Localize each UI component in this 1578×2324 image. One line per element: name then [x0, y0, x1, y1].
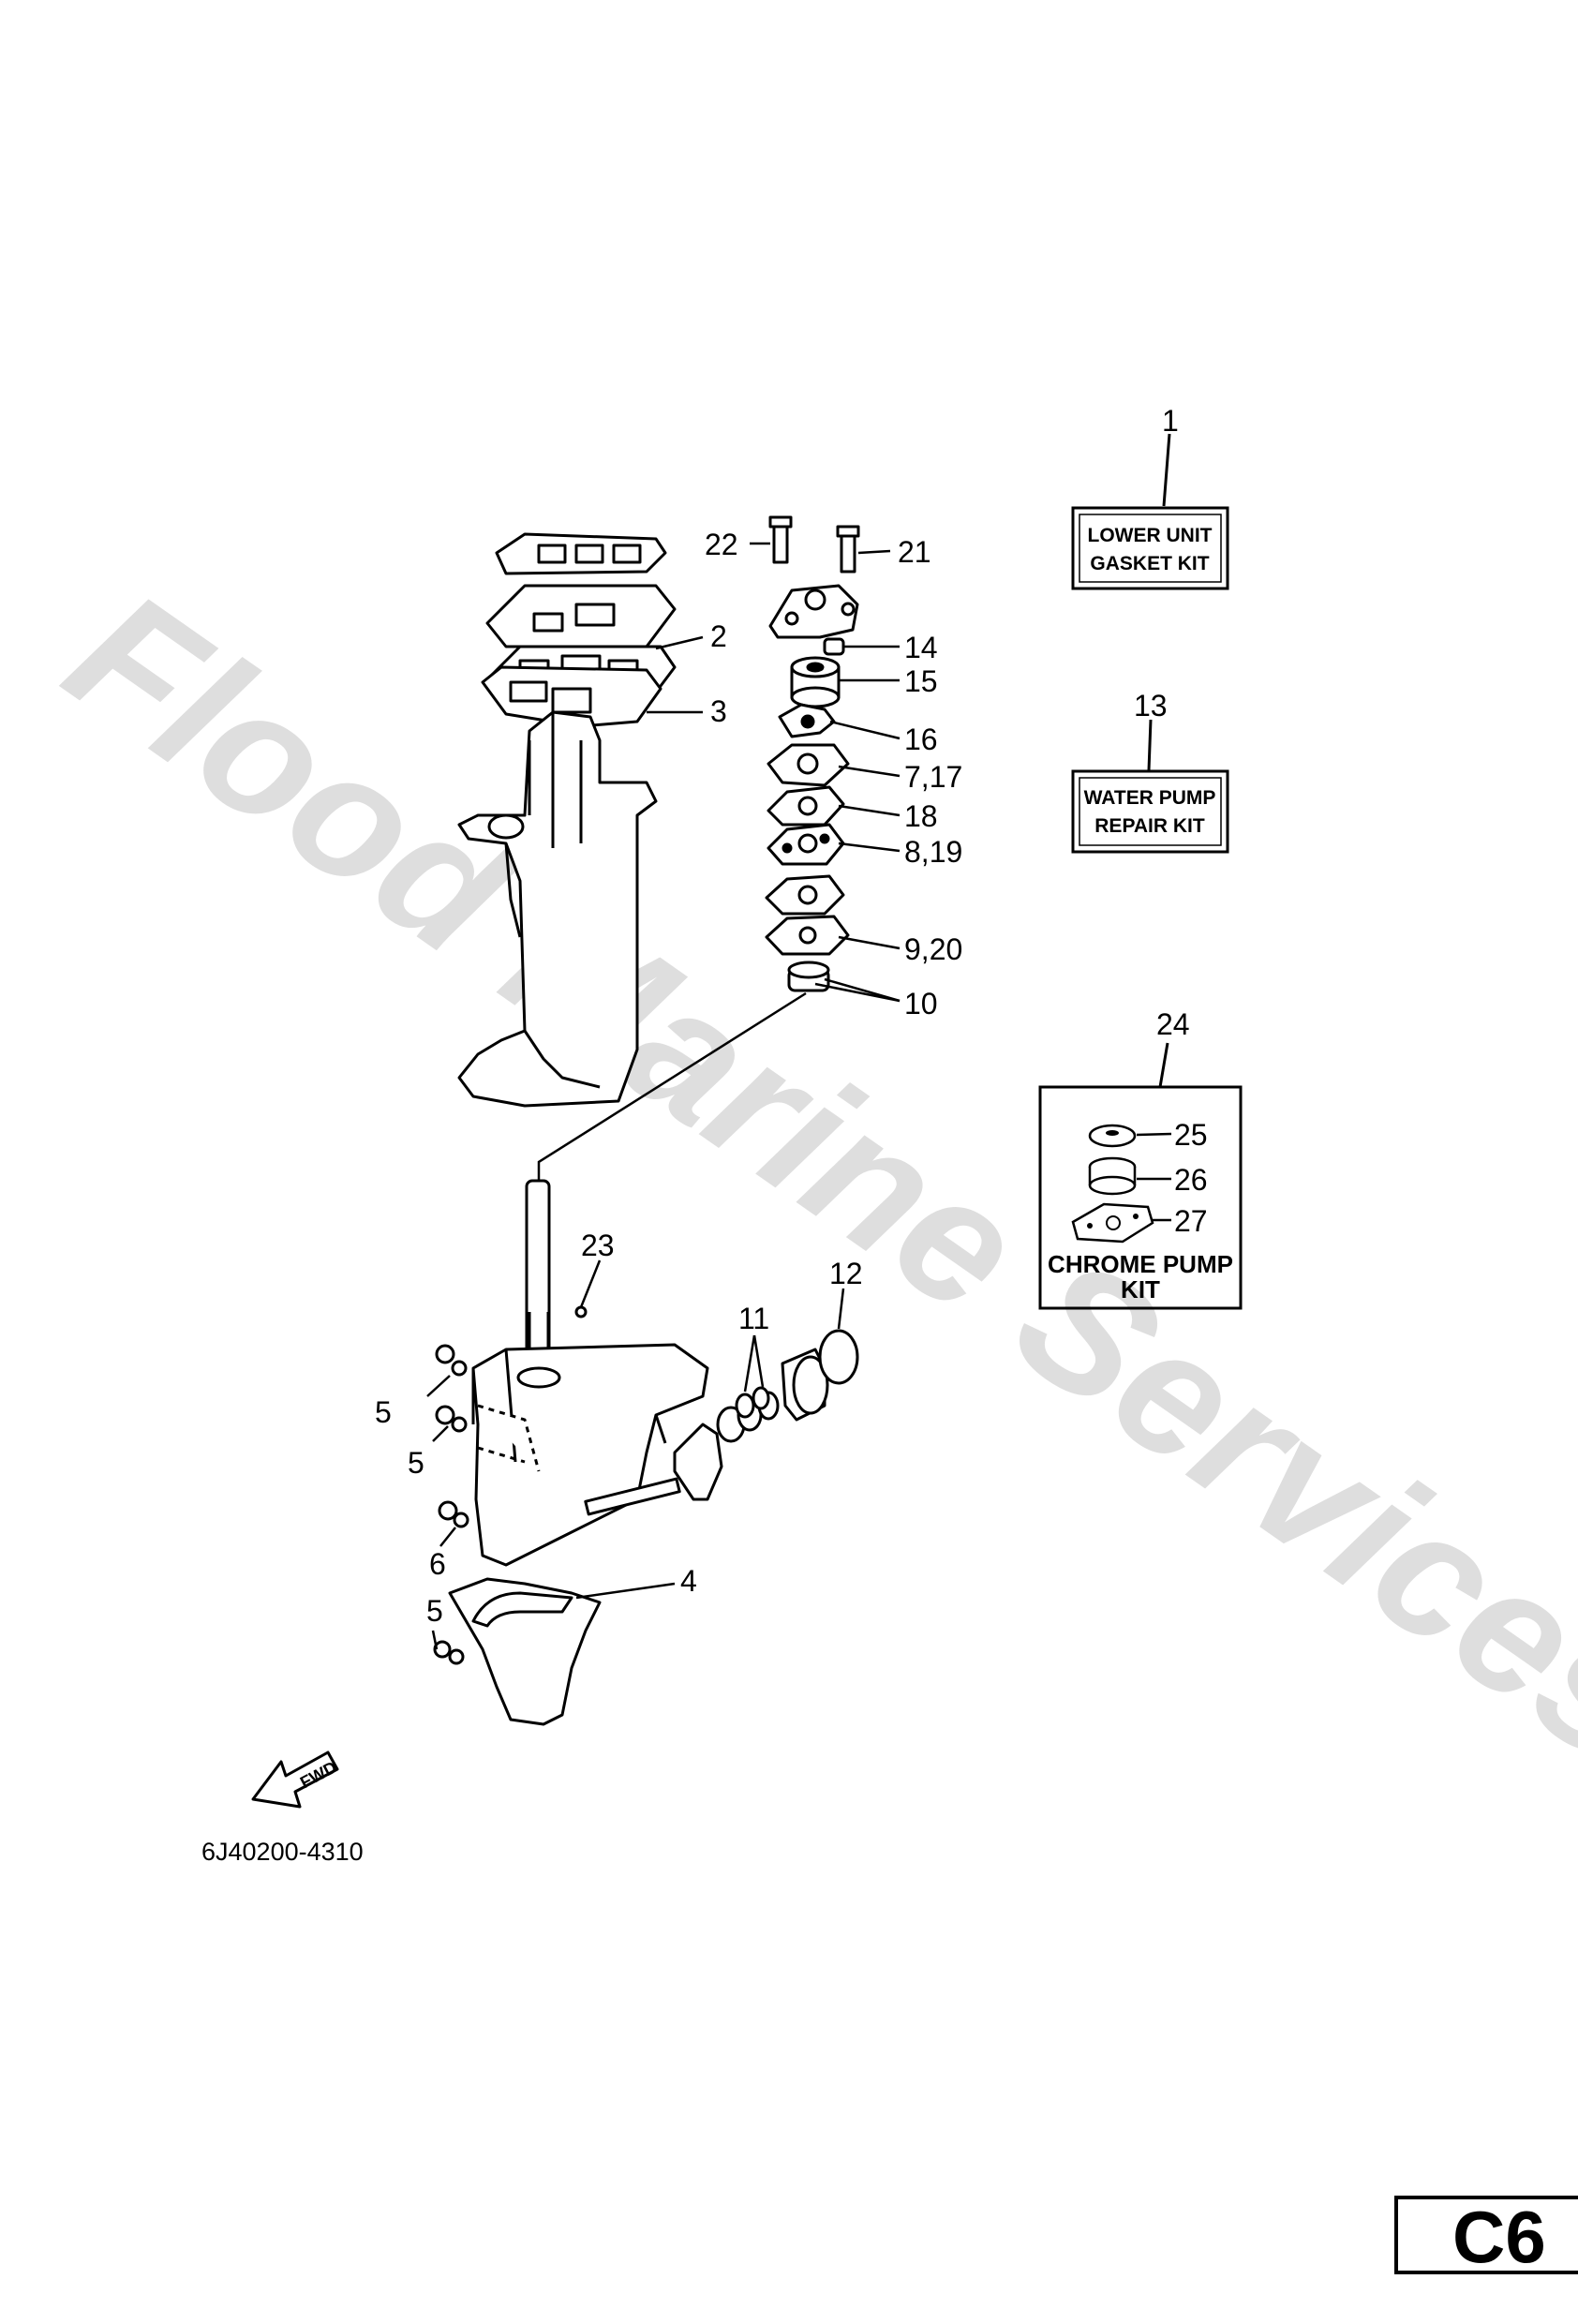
page-tab: C6: [1394, 2196, 1578, 2278]
callout-9-20: 9,20: [904, 932, 962, 966]
forward-arrow-icon: [251, 1750, 339, 1809]
callout-5b: 5: [408, 1446, 424, 1480]
chrome-pump-kit-box: 24 25 26 27 CHROME PUMP KIT: [1038, 1007, 1243, 1310]
callout-5c: 5: [426, 1594, 443, 1628]
callout-5a: 5: [375, 1395, 392, 1429]
diagram-code: 6J40200-4310: [201, 1838, 364, 1866]
callout-11: 11: [738, 1302, 769, 1335]
gasket-kit-line-1: LOWER UNIT: [1088, 525, 1213, 546]
callout-12: 12: [829, 1257, 863, 1290]
water-pump-kit-line-1: WATER PUMP: [1084, 787, 1216, 809]
callout-22: 22: [705, 528, 738, 561]
watermark-text: Flood Marine Services: [34, 553, 1578, 1799]
water-pump-callouts: [537, 542, 901, 1181]
callout-16: 16: [904, 723, 938, 756]
chrome-item-26: 26: [1174, 1163, 1208, 1197]
page-tab-label: C6: [1452, 2196, 1546, 2278]
gasket-kit-ref: 1: [1162, 404, 1179, 438]
callout-7-17: 7,17: [904, 760, 962, 794]
callout-18: 18: [904, 799, 938, 833]
housing-callouts: [647, 635, 704, 714]
callout-15: 15: [904, 664, 938, 698]
callout-8-19: 8,19: [904, 835, 962, 869]
callout-3: 3: [710, 694, 727, 728]
chrome-item-27: 27: [1174, 1204, 1208, 1238]
chrome-pump-kit-line-2: KIT: [1121, 1275, 1160, 1304]
chrome-item-25: 25: [1174, 1118, 1208, 1152]
callout-14: 14: [904, 631, 938, 664]
water-pump-kit-box: 13 WATER PUMP REPAIR KIT: [1071, 689, 1229, 854]
gasket-kit-box: 1 LOWER UNIT GASKET KIT: [1071, 404, 1229, 590]
callout-23: 23: [581, 1229, 615, 1262]
callout-6: 6: [429, 1547, 446, 1581]
gearcase-callouts: [426, 1259, 845, 1650]
water-pump-kit-ref: 13: [1134, 689, 1168, 723]
callout-21: 21: [898, 535, 931, 569]
callout-10: 10: [904, 987, 938, 1020]
water-pump-kit-line-2: REPAIR KIT: [1094, 815, 1205, 837]
callout-2: 2: [710, 619, 727, 653]
drive-shaft-housing: [457, 532, 677, 1108]
chrome-pump-kit-ref: 24: [1156, 1007, 1190, 1041]
callout-4: 4: [680, 1564, 697, 1598]
chrome-pump-kit-line-1: CHROME PUMP: [1048, 1250, 1233, 1278]
water-pump-parts: [765, 515, 860, 992]
gearcase: [433, 1179, 859, 1726]
gasket-kit-line-2: GASKET KIT: [1090, 553, 1209, 574]
